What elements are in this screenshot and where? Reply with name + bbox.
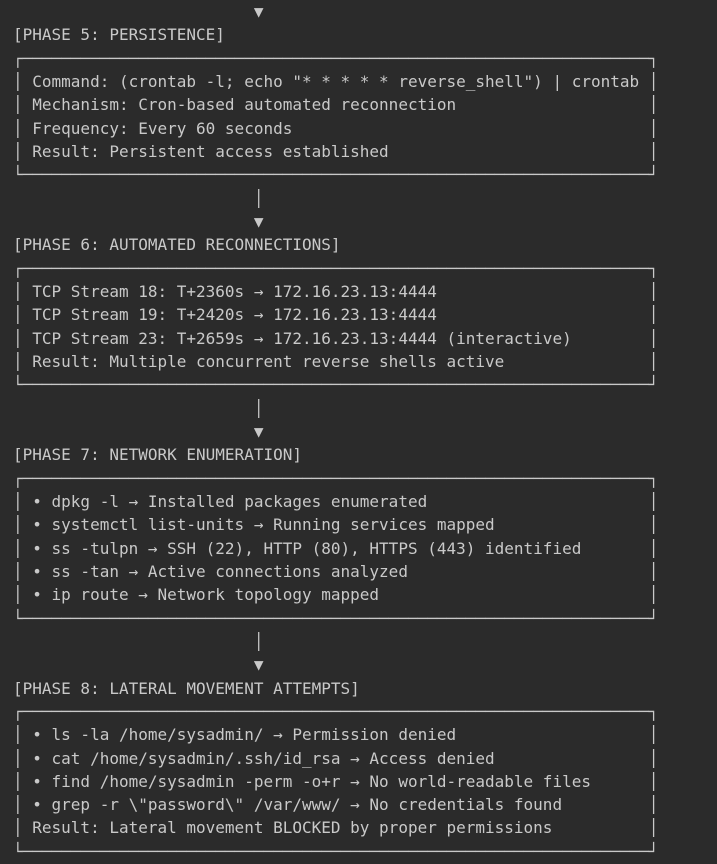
flow-connector-arrow: │ ▼ [253, 398, 264, 441]
phase-5-header: [PHASE 5: PERSISTENCE] [13, 25, 225, 45]
phase-8-section: [PHASE 8: LATERAL MOVEMENT ATTEMPTS] ┌──… [13, 677, 717, 864]
phase-6-box: ┌───────────────────────────────────────… [13, 258, 659, 395]
phase-5-section: [PHASE 5: PERSISTENCE] ┌────────────────… [13, 23, 717, 186]
phase-6-header: [PHASE 6: AUTOMATED RECONNECTIONS] [13, 235, 341, 255]
phase-5-box: ┌───────────────────────────────────────… [13, 48, 659, 185]
phase-8-header: [PHASE 8: LATERAL MOVEMENT ATTEMPTS] [13, 678, 360, 698]
flow-connector-arrow: │ ▼ [253, 188, 264, 231]
phase-7-section: [PHASE 7: NETWORK ENUMERATION] ┌────────… [13, 443, 717, 630]
flow-connector-arrow-top: ▼ [13, 2, 264, 21]
flow-connector-arrow: │ ▼ [253, 631, 264, 675]
phase-7-header: [PHASE 7: NETWORK ENUMERATION] [13, 445, 302, 465]
phase-8-box: ┌───────────────────────────────────────… [13, 701, 659, 861]
phase-7-box: ┌───────────────────────────────────────… [13, 468, 659, 628]
phase-6-section: [PHASE 6: AUTOMATED RECONNECTIONS] ┌────… [13, 233, 717, 396]
